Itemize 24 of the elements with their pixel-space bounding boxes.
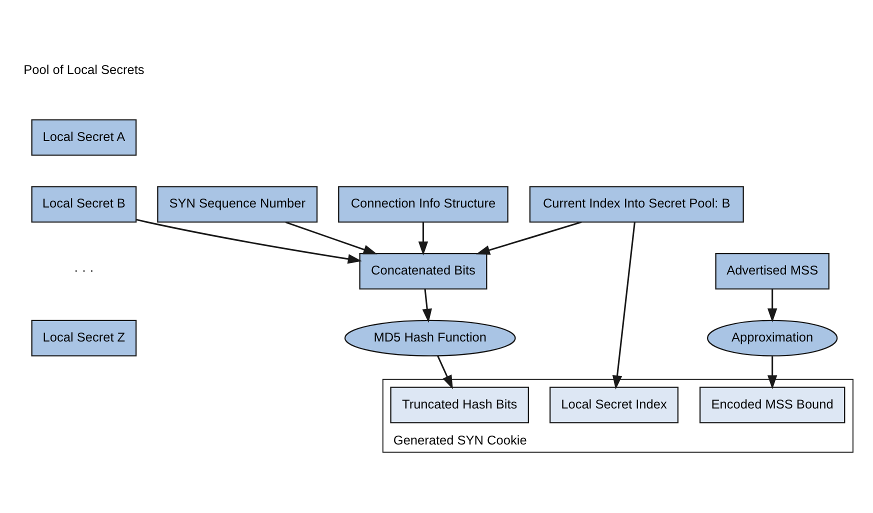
label: · · · <box>74 262 94 278</box>
node-ellipse: Approximation <box>706 320 838 356</box>
node-box: Advertised MSS <box>715 252 830 290</box>
arrow <box>437 356 453 390</box>
arrow <box>767 289 778 322</box>
arrow <box>285 222 378 254</box>
node-box: Connection Info Structure <box>338 186 508 223</box>
arrow <box>612 222 636 390</box>
node-box: Current Index Into Secret Pool: B <box>529 186 744 223</box>
node-box: Local Secret Z <box>31 320 137 356</box>
node-ellipse: MD5 Hash Function <box>344 320 516 356</box>
arrow <box>422 289 432 323</box>
node-box: Local Secret A <box>31 119 137 156</box>
arrow <box>767 356 778 390</box>
arrow <box>418 222 428 256</box>
label: Pool of Local Secrets <box>24 62 144 77</box>
node-box: SYN Sequence Number <box>157 186 318 223</box>
node-box: Local Secret B <box>31 186 137 223</box>
node-box: Truncated Hash Bits <box>390 386 530 424</box>
node-box: Concatenated Bits <box>359 252 488 290</box>
node-box: Local Secret Index <box>550 386 679 424</box>
arrow <box>476 221 582 255</box>
arrow <box>136 218 362 264</box>
node-box: Encoded MSS Bound <box>699 386 846 424</box>
